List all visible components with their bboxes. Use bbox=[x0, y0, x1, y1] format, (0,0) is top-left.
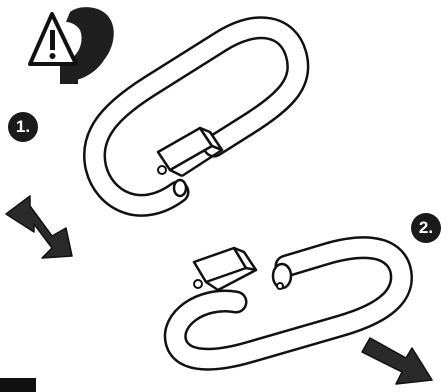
carabiner-open bbox=[163, 236, 413, 371]
gate-sleeve bbox=[156, 126, 224, 178]
step-1-badge: 1. bbox=[8, 112, 38, 142]
corner-block bbox=[0, 378, 36, 392]
step-2-badge: 2. bbox=[411, 213, 441, 243]
carabiner-closed bbox=[83, 16, 310, 217]
warning-triangle-icon bbox=[28, 12, 78, 66]
bent-arrow-icon bbox=[5, 195, 73, 259]
arrow-down-right-icon bbox=[361, 337, 433, 385]
gate-sleeve-removed bbox=[192, 246, 258, 292]
